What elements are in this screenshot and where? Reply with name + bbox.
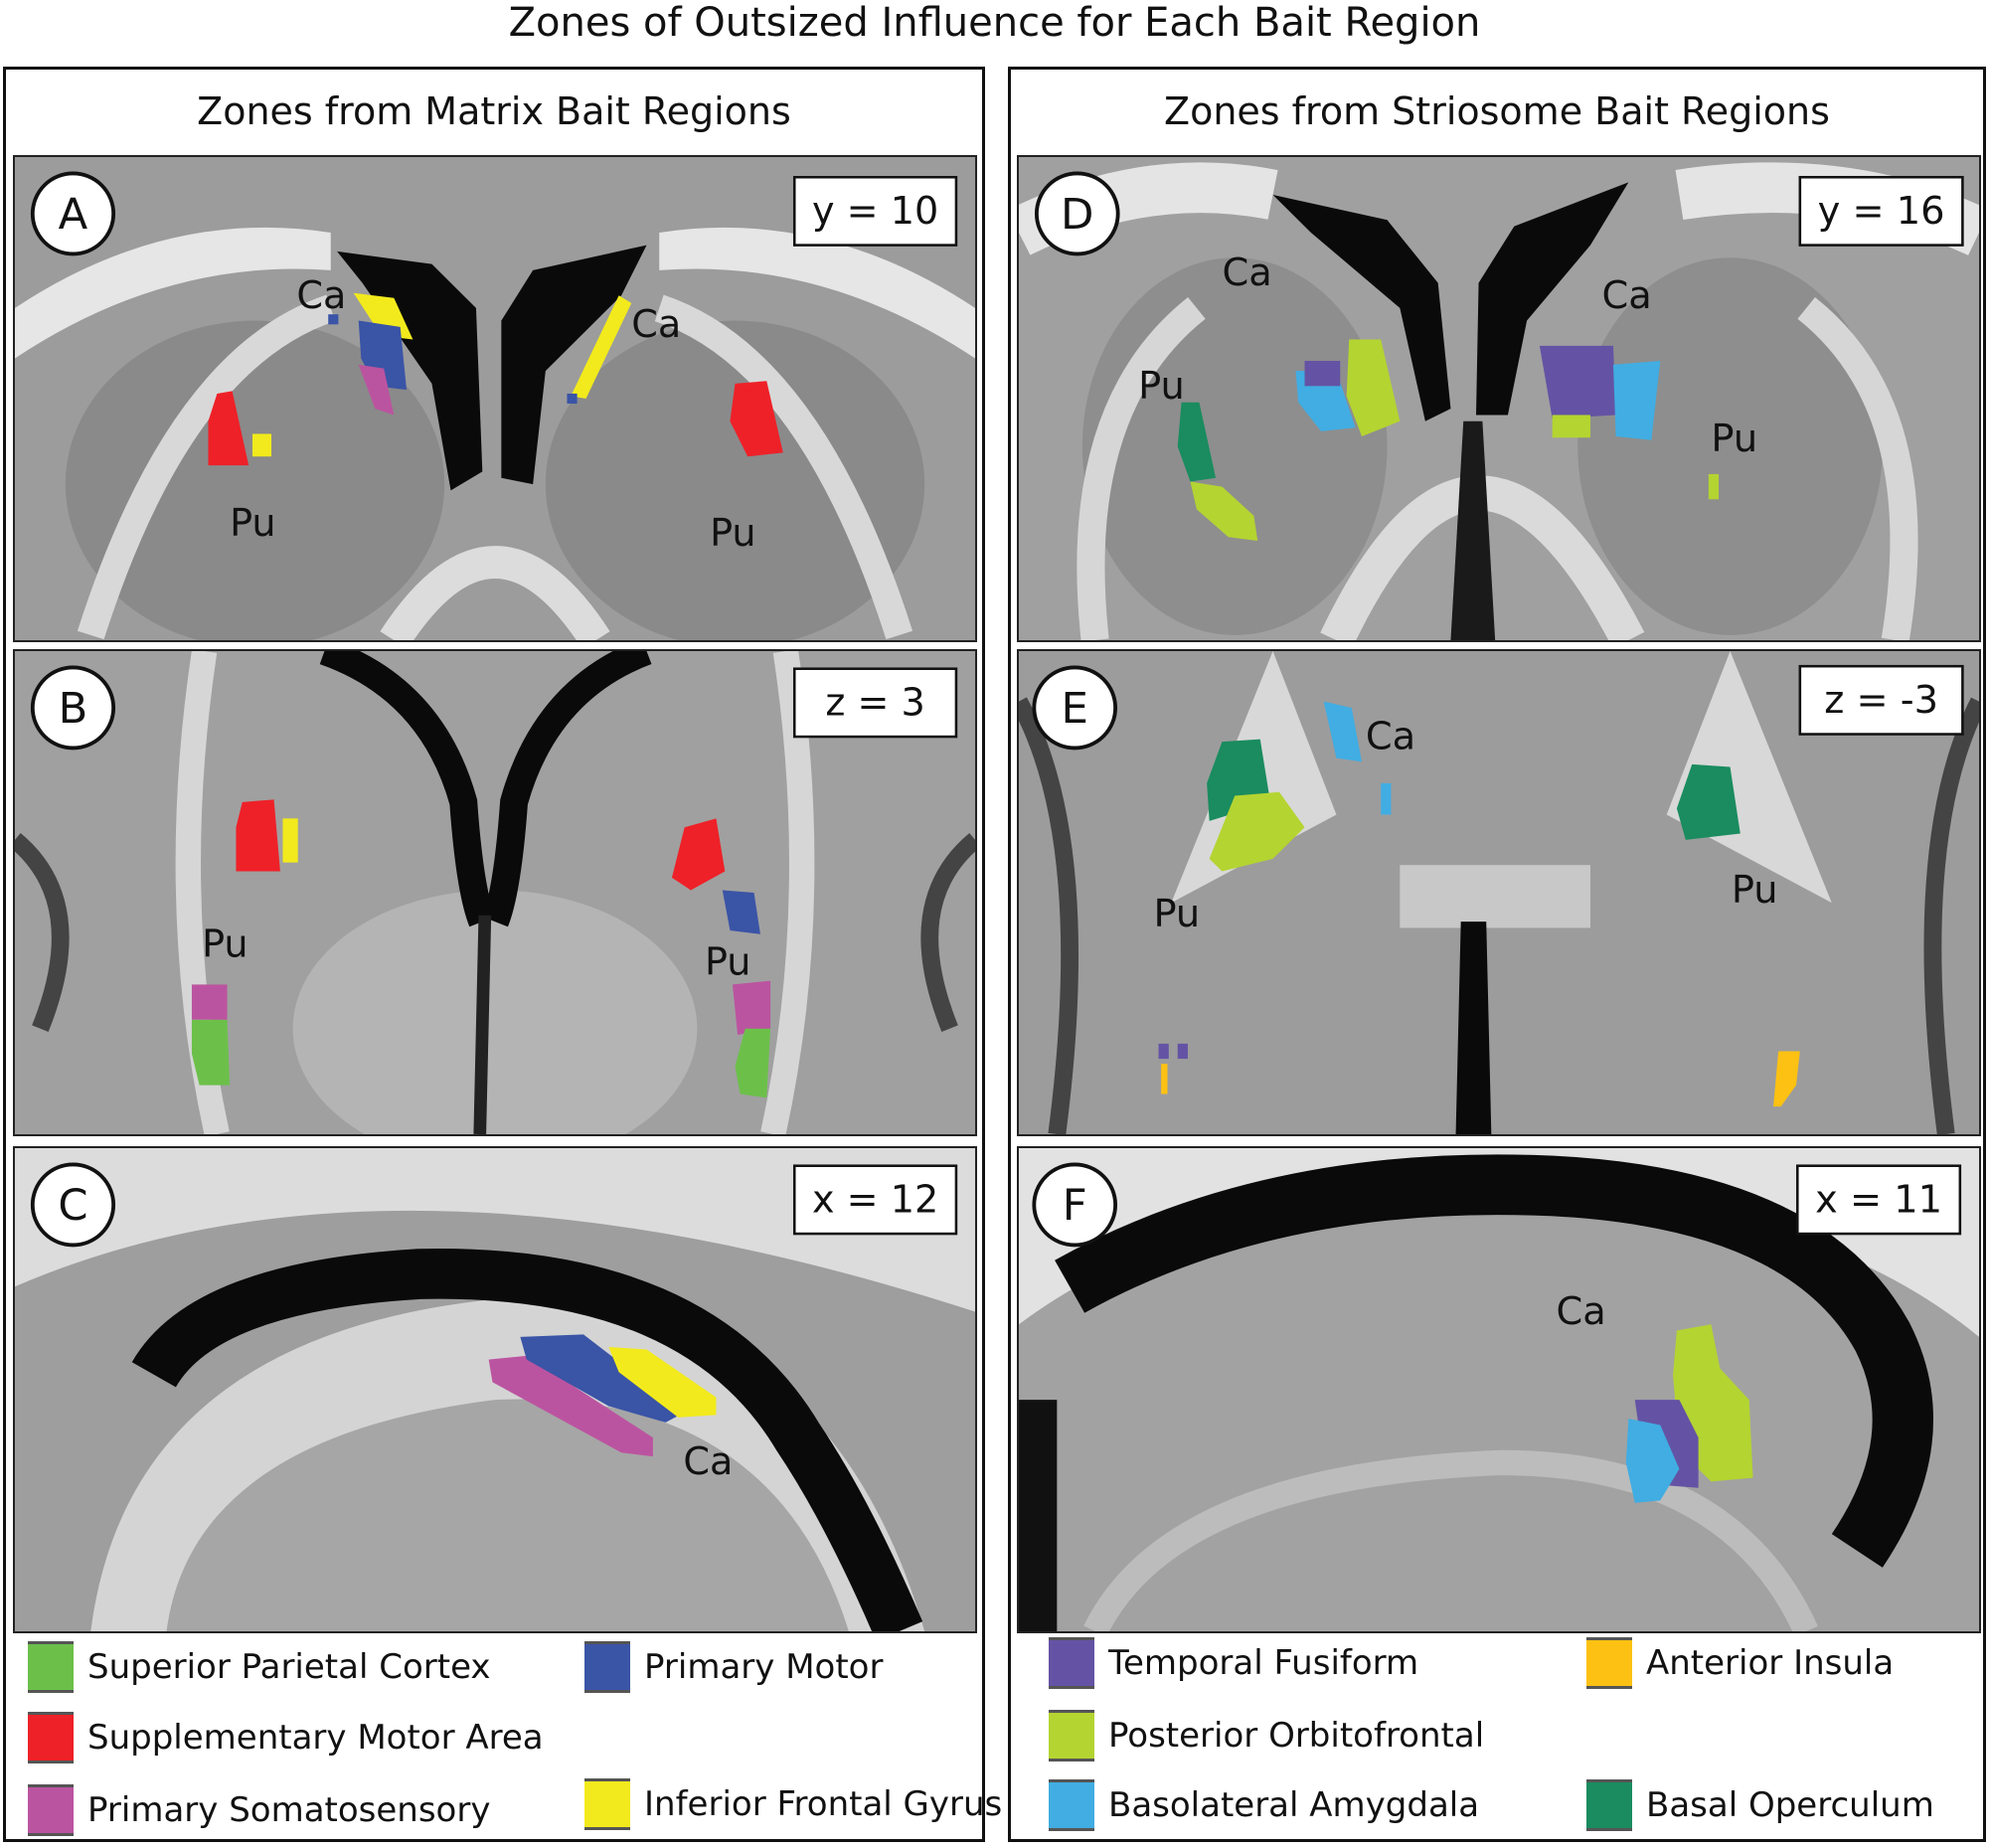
legend-swatch bbox=[28, 1641, 74, 1693]
zone-blobs bbox=[1158, 701, 1800, 1107]
zone-blobs bbox=[191, 799, 771, 1098]
legend-swatch bbox=[1049, 1637, 1094, 1689]
legend-label: Basal Operculum bbox=[1646, 1785, 1934, 1825]
zone-blobs bbox=[208, 292, 783, 466]
legend-swatch bbox=[1049, 1779, 1094, 1831]
slice-coordinate: y = 16 bbox=[1818, 189, 1945, 233]
legend-item: Primary Motor bbox=[584, 1640, 883, 1694]
label-putamen: Pu bbox=[705, 939, 750, 983]
legend-item: Basolateral Amygdala bbox=[1049, 1778, 1479, 1832]
legend-swatch bbox=[584, 1778, 630, 1830]
panel-letter: E bbox=[1062, 684, 1088, 734]
legend-label: Primary Motor bbox=[644, 1647, 884, 1687]
panel-letter: F bbox=[1063, 1181, 1087, 1231]
zone-blobs bbox=[1177, 339, 1720, 542]
slice-coordinate: y = 10 bbox=[812, 189, 938, 233]
legend-label: Anterior Insula bbox=[1646, 1643, 1895, 1683]
panel-c: Ca C x = 12 bbox=[13, 1146, 977, 1633]
zone-blobs bbox=[1625, 1324, 1753, 1503]
panel-letter: A bbox=[59, 190, 88, 240]
legend-label: Supplementary Motor Area bbox=[87, 1718, 544, 1758]
label-putamen: Pu bbox=[1153, 892, 1200, 935]
figure-title: Zones of Outsized Influence for Each Bai… bbox=[508, 0, 1481, 46]
legend-label: Temporal Fusiform bbox=[1108, 1643, 1419, 1683]
label-caudate: Ca bbox=[1366, 715, 1415, 758]
slice-coordinate: x = 12 bbox=[812, 1178, 938, 1222]
slice-coordinate: x = 11 bbox=[1815, 1178, 1942, 1222]
panel-a: Ca Ca Pu Pu A y = 10 bbox=[13, 155, 977, 642]
legend-item: Primary Somatosensory bbox=[28, 1783, 490, 1837]
legend-swatch bbox=[1049, 1710, 1094, 1762]
label-putamen: Pu bbox=[1711, 417, 1757, 460]
legend-label: Primary Somatosensory bbox=[87, 1790, 491, 1830]
striosome-subtitle: Zones from Striosome Bait Regions bbox=[1164, 89, 1830, 133]
legend-swatch bbox=[1586, 1637, 1632, 1689]
panel-letter: B bbox=[59, 684, 88, 734]
label-putamen: Pu bbox=[1732, 868, 1778, 912]
legend-swatch bbox=[584, 1641, 630, 1693]
label-putamen: Pu bbox=[230, 501, 275, 545]
label-caudate: Ca bbox=[1222, 251, 1271, 294]
label-caudate: Ca bbox=[631, 302, 681, 346]
panel-e: Ca Pu Pu E z = -3 bbox=[1017, 649, 1981, 1136]
legend-item: Supplementary Motor Area bbox=[28, 1711, 544, 1764]
label-caudate: Ca bbox=[1557, 1289, 1606, 1333]
label-putamen: Pu bbox=[710, 511, 755, 555]
label-caudate: Ca bbox=[683, 1439, 733, 1483]
panel-d: Ca Ca Pu Pu D y = 16 bbox=[1017, 155, 1981, 642]
legend-item: Inferior Frontal Gyrus bbox=[584, 1777, 1002, 1831]
legend-swatch bbox=[28, 1784, 74, 1836]
label-putamen: Pu bbox=[202, 923, 248, 966]
legend-swatch bbox=[28, 1712, 74, 1764]
panel-f: Ca F x = 11 bbox=[1017, 1146, 1981, 1633]
legend-item: Temporal Fusiform bbox=[1049, 1636, 1418, 1690]
slice-coordinate: z = -3 bbox=[1824, 678, 1938, 722]
legend-label: Posterior Orbitofrontal bbox=[1108, 1716, 1485, 1756]
legend-item: Basal Operculum bbox=[1586, 1778, 1934, 1832]
legend-item: Posterior Orbitofrontal bbox=[1049, 1709, 1484, 1763]
legend-swatch bbox=[1586, 1779, 1632, 1831]
legend-label: Superior Parietal Cortex bbox=[87, 1647, 491, 1687]
legend-label: Basolateral Amygdala bbox=[1108, 1785, 1480, 1825]
label-caudate: Ca bbox=[296, 273, 346, 317]
legend-item: Anterior Insula bbox=[1586, 1636, 1894, 1690]
label-caudate: Ca bbox=[1602, 273, 1652, 317]
label-putamen: Pu bbox=[1138, 364, 1185, 408]
legend-item: Superior Parietal Cortex bbox=[28, 1640, 491, 1694]
slice-coordinate: z = 3 bbox=[825, 681, 924, 725]
panel-b: Pu Pu B z = 3 bbox=[13, 649, 977, 1136]
legend-label: Inferior Frontal Gyrus bbox=[644, 1784, 1003, 1824]
panel-letter: D bbox=[1061, 190, 1093, 240]
panel-letter: C bbox=[58, 1181, 87, 1231]
matrix-subtitle: Zones from Matrix Bait Regions bbox=[197, 89, 791, 133]
zone-blobs bbox=[488, 1334, 717, 1457]
